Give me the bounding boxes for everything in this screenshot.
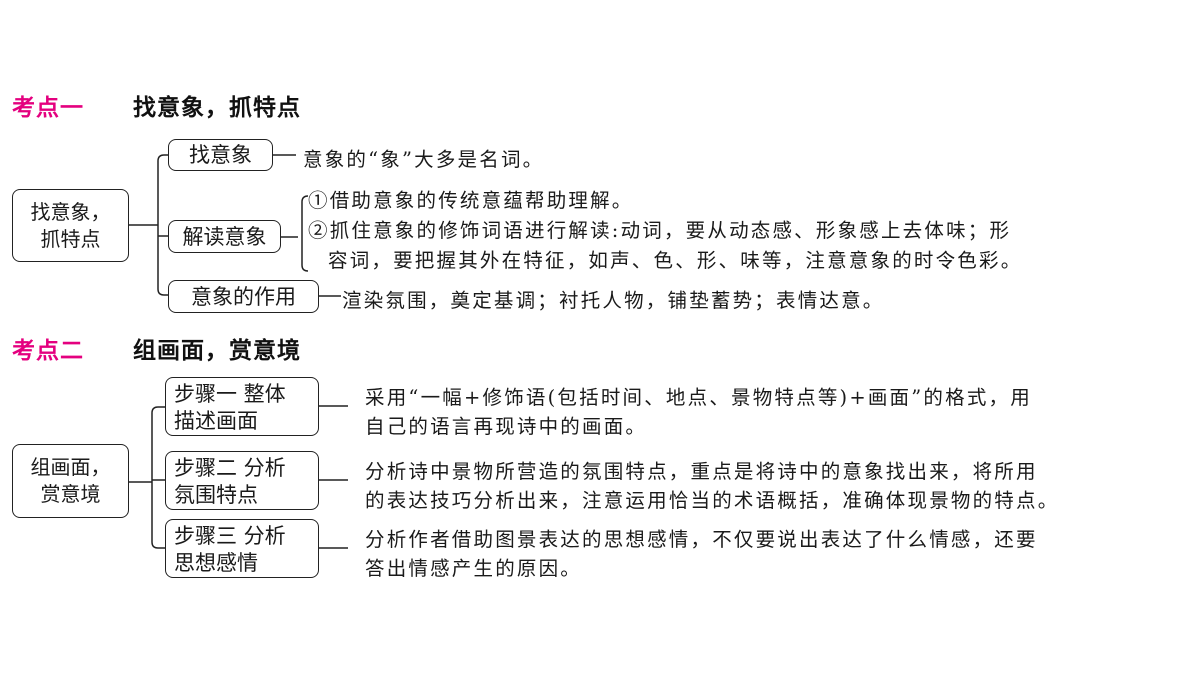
branch1-desc: 意象的“象”大多是名词。 [303, 148, 545, 171]
step3-node: 步骤三 分析 思想感情 [165, 519, 319, 578]
section2-title: 组画面，赏意境 [133, 338, 301, 364]
step3-desc-line2: 答出情感产生的原因。 [365, 557, 583, 580]
branch-find-imagery: 找意象 [168, 139, 273, 171]
section1-root-node: 找意象， 抓特点 [12, 189, 129, 262]
step3-desc-line1: 分析作者借助图景表达的思想感情，不仅要说出表达了什么情感，还要 [365, 528, 1038, 551]
branch2-desc-line2: ②抓住意象的修饰词语进行解读:动词，要从动态感、形象感上去体味；形 [308, 219, 1012, 242]
section1-bracket [157, 154, 168, 296]
step2-line2: 氛围特点 [174, 483, 258, 507]
section2-label: 考点二 [12, 338, 84, 364]
step1-desc-line2: 自己的语言再现诗中的画面。 [365, 415, 648, 438]
branch3-desc: 渲染氛围，奠定基调；衬托人物，铺垫蓄势；表情达意。 [342, 289, 885, 312]
step1-desc-line1: 采用“一幅+修饰语(包括时间、地点、景物特点等)+画面”的格式，用 [365, 386, 1032, 409]
section2-root-node: 组画面， 赏意境 [12, 444, 129, 518]
branch-interpret-imagery: 解读意象 [168, 220, 281, 253]
branch-imagery-function: 意象的作用 [168, 280, 319, 313]
root2-line2: 赏意境 [40, 482, 101, 506]
step2-desc-line1: 分析诗中景物所营造的氛围特点，重点是将诗中的意象找出来，将所用 [365, 460, 1038, 483]
branch2-desc-line3: 容词，要把握其外在特征，如声、色、形、味等，注意意象的时令色彩。 [328, 249, 1023, 272]
root1-line1: 找意象， [30, 199, 111, 224]
step1-line2: 描述画面 [174, 409, 258, 433]
step1-node: 步骤一 整体 描述画面 [165, 377, 319, 436]
step2-node: 步骤二 分析 氛围特点 [165, 451, 319, 510]
step2-line1: 步骤二 分析 [174, 456, 286, 480]
section2-bracket [151, 406, 165, 549]
root1-line2: 抓特点 [40, 226, 101, 251]
step3-line1: 步骤三 分析 [174, 524, 286, 548]
section1-title: 找意象，抓特点 [133, 95, 301, 121]
step3-line2: 思想感情 [174, 551, 258, 575]
section1-label: 考点一 [12, 95, 84, 121]
branch2-bracket [301, 195, 309, 272]
step2-desc-line2: 的表达技巧分析出来，注意运用恰当的术语概括，准确体现景物的特点。 [365, 489, 1060, 512]
root2-line1: 组画面， [30, 455, 111, 479]
branch2-desc-line1: ①借助意象的传统意蕴帮助理解。 [308, 189, 634, 212]
step1-line1: 步骤一 整体 [174, 382, 286, 406]
